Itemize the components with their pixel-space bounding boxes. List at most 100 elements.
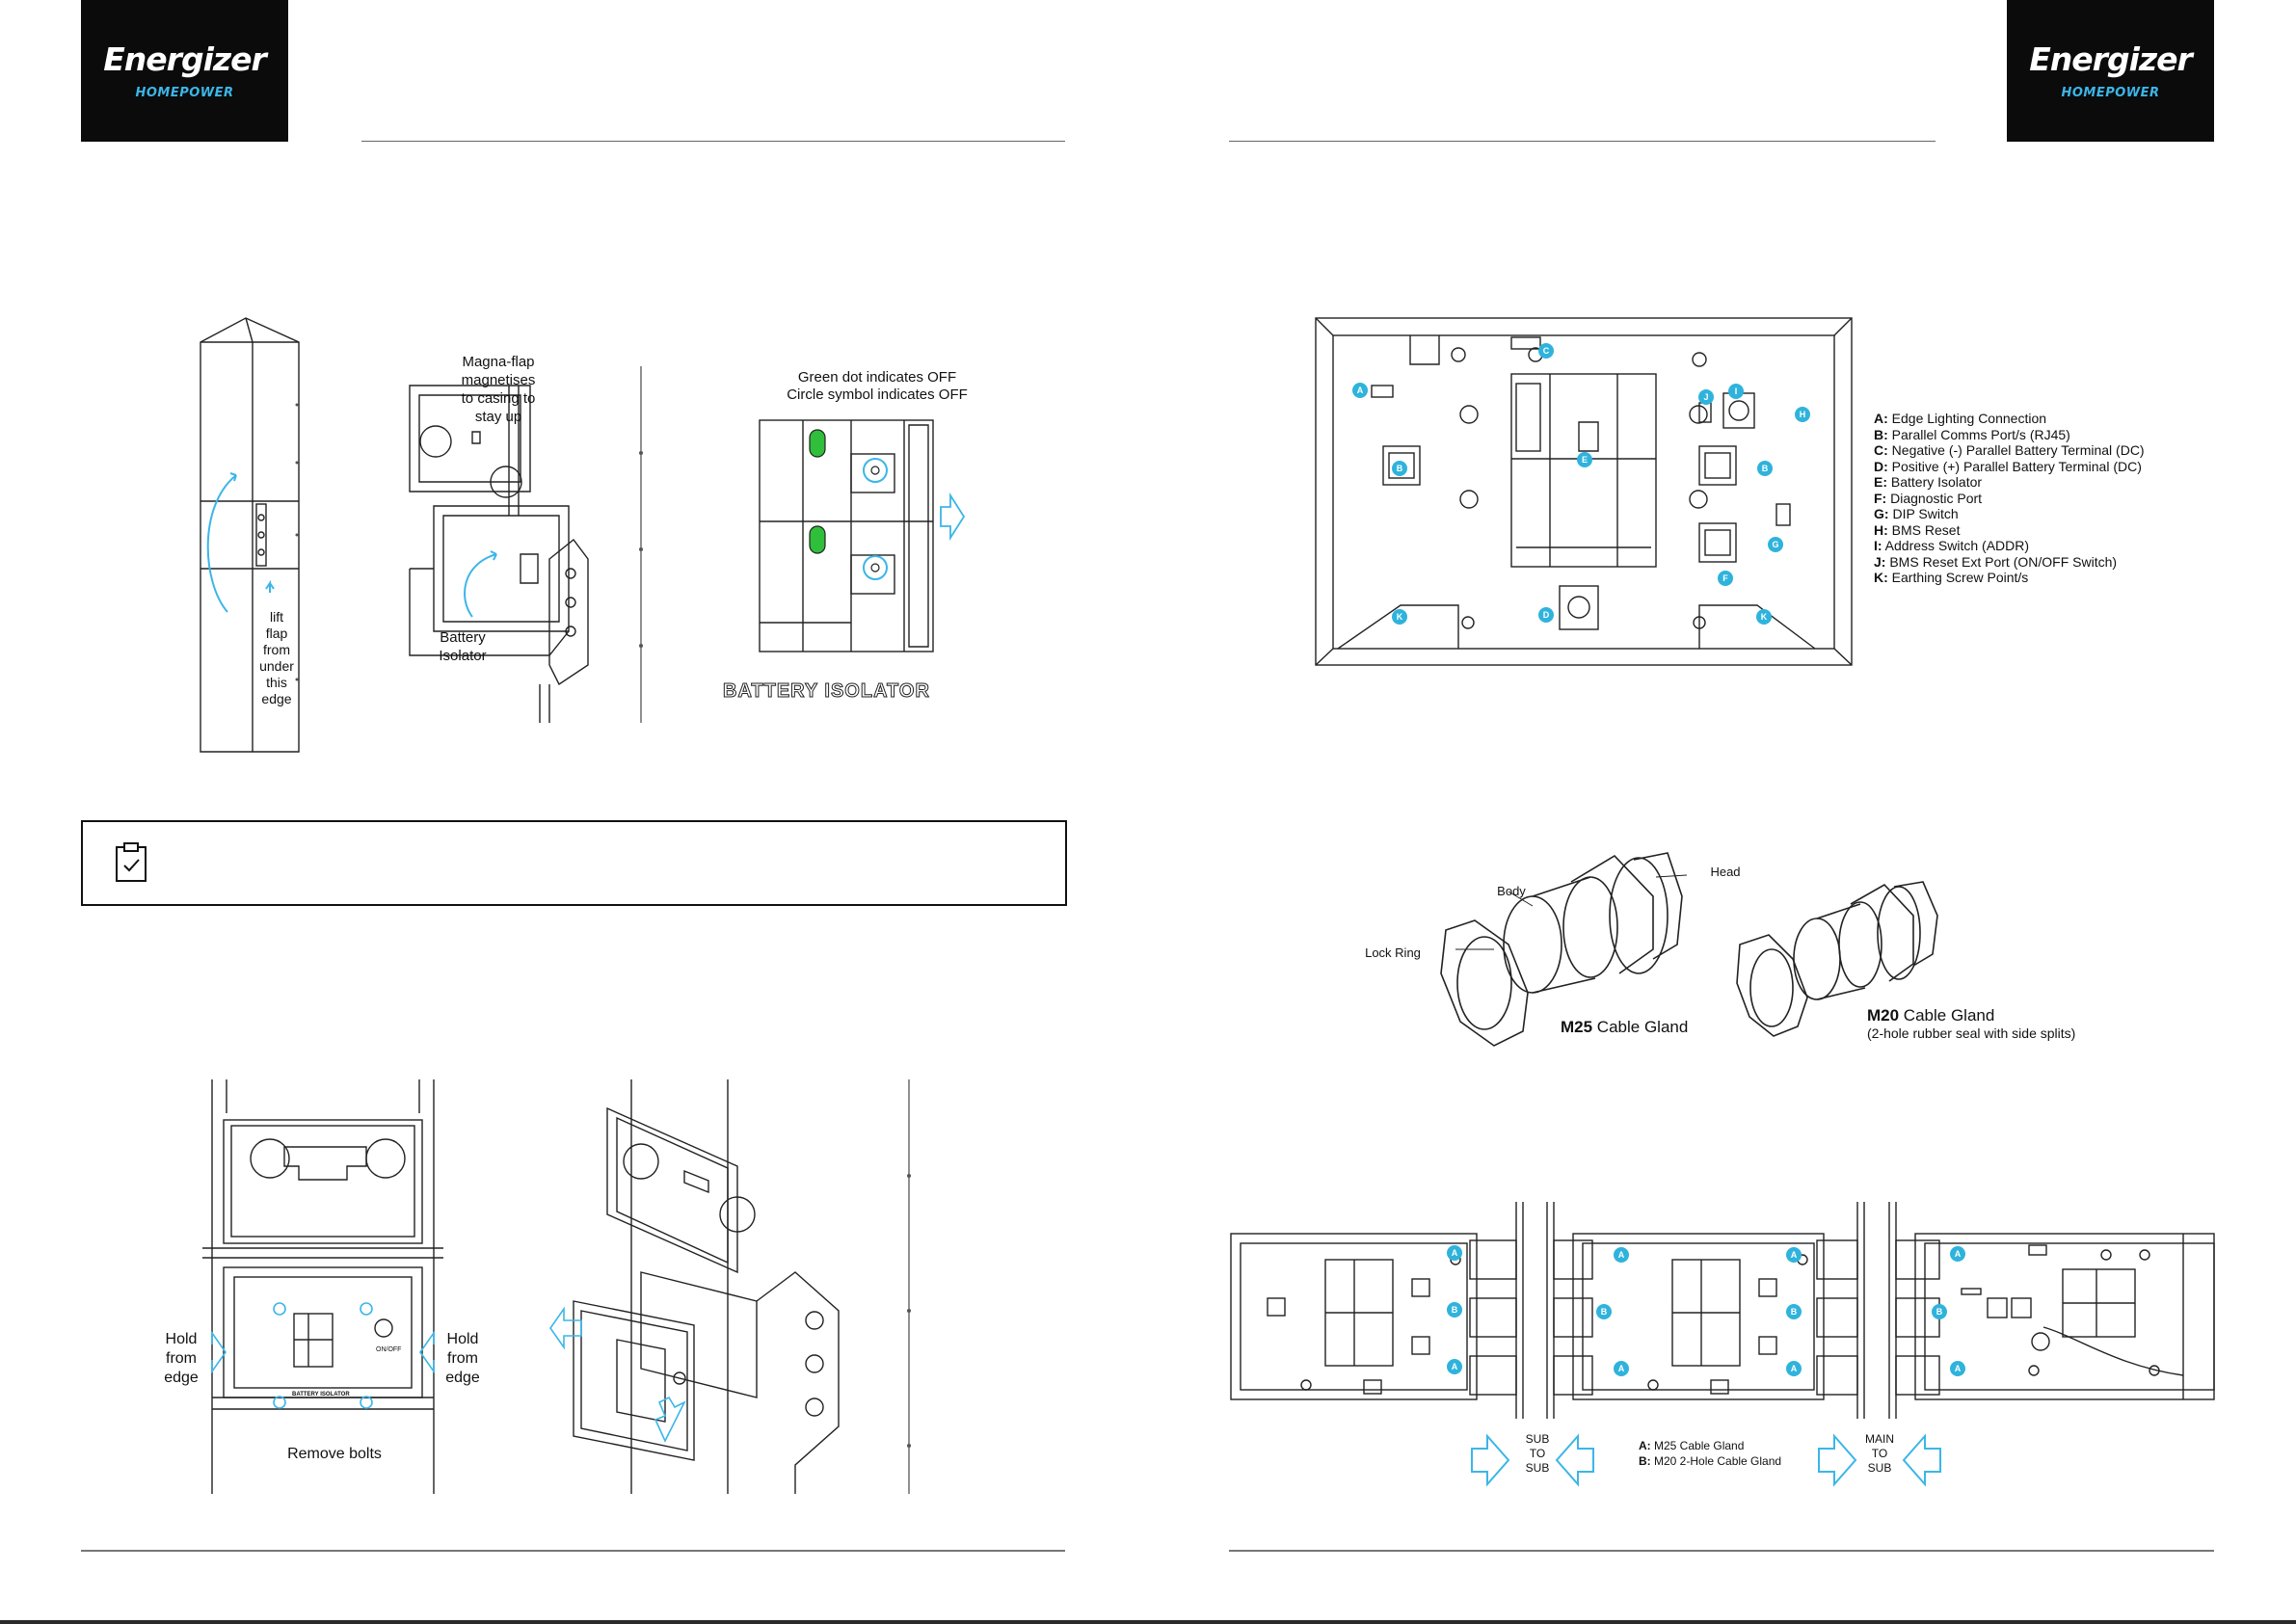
logo-brand: Energizer — [2029, 40, 2193, 78]
board-badge-h: H — [1795, 407, 1810, 422]
connection-legend-b: B: M20 2-Hole Cable Gland — [1639, 1454, 1782, 1468]
lift-flap-line: under — [259, 658, 294, 674]
lift-flap-line: this — [266, 675, 287, 690]
strip-badge-a: A — [1447, 1359, 1462, 1374]
main-to-sub-label: MAIN TO SUB — [1855, 1432, 1904, 1476]
cover-removal-angled-illustration — [549, 1079, 911, 1494]
magna-flap-line: Magna-flap — [462, 354, 535, 370]
hold-line: from — [447, 1350, 478, 1367]
lift-flap-line: edge — [261, 691, 292, 706]
cover-removal-front-illustration — [202, 1079, 443, 1494]
lift-flap-line: flap — [265, 626, 288, 641]
hold-line: Hold — [165, 1331, 198, 1347]
legend-item: H: BMS Reset — [1874, 521, 1961, 538]
main-to-sub-arrows — [1818, 1433, 1941, 1487]
strip-badge-b: B — [1596, 1304, 1612, 1319]
isolator-title: BATTERY ISOLATOR — [723, 680, 930, 703]
board-badge-c: C — [1538, 343, 1554, 359]
board-badge-k: K — [1756, 609, 1772, 625]
board-badge-e: E — [1577, 452, 1592, 467]
strip-badge-a: A — [1614, 1361, 1629, 1376]
m20-rest: Cable Gland — [1899, 1006, 1995, 1025]
board-badge-j: J — [1698, 389, 1714, 405]
legend-item: D: Positive (+) Parallel Battery Termina… — [1874, 458, 2142, 474]
battery-isolator-callout: Battery Isolator — [424, 628, 501, 665]
battery-unit-illustration — [200, 317, 300, 753]
footer-rule-right — [1229, 1550, 2214, 1552]
energizer-logo-left: Energizer HOMEPOWER — [81, 0, 288, 142]
sub-to-sub-label: SUB TO SUB — [1513, 1432, 1562, 1476]
main-to-sub-line: SUB — [1867, 1461, 1892, 1475]
main-to-sub-line: TO — [1871, 1447, 1888, 1460]
battery-isolator-line: Isolator — [439, 648, 487, 664]
lift-flap-line: from — [263, 642, 290, 657]
gland-lock-ring-label: Lock Ring — [1365, 945, 1421, 960]
legend-item: F: Diagnostic Port — [1874, 490, 1983, 506]
clipboard-check-icon — [116, 842, 147, 882]
magna-flap-line: magnetises — [461, 372, 536, 388]
board-legend: A: Edge Lighting Connection B: Parallel … — [1874, 411, 2163, 586]
footer-rule-left — [81, 1550, 1065, 1552]
battery-connection-strip-illustration — [1230, 1202, 2215, 1419]
board-badge-f: F — [1718, 571, 1733, 586]
logo-brand: Energizer — [103, 40, 267, 78]
m25-bold: M25 — [1561, 1018, 1593, 1036]
legend-item: G: DIP Switch — [1874, 506, 1959, 521]
magna-flap-line: stay up — [474, 409, 522, 425]
legend-item: B: Parallel Comms Port/s (RJ45) — [1874, 426, 2070, 442]
strip-badge-a: A — [1950, 1246, 1965, 1262]
strip-badge-a: A — [1786, 1361, 1802, 1376]
cable-glands-illustration — [1440, 852, 1938, 1047]
hold-line: from — [166, 1350, 197, 1367]
lift-flap-label: lift flap from under this edge — [253, 609, 301, 707]
isolator-closeup-illustration — [759, 419, 966, 652]
legend-item: A: Edge Lighting Connection — [1874, 411, 2047, 426]
energizer-logo-right: Energizer HOMEPOWER — [2007, 0, 2214, 142]
legend-item: K: Earthing Screw Point/s — [1874, 570, 2029, 585]
hold-line: edge — [164, 1370, 199, 1386]
main-to-sub-line: MAIN — [1865, 1432, 1894, 1446]
magna-flap-illustration — [409, 366, 643, 723]
remove-bolts-label: Remove bolts — [287, 1446, 382, 1462]
strip-badge-a: A — [1786, 1247, 1802, 1263]
m20-gland-caption: M20 Cable Gland — [1867, 1006, 1994, 1025]
m25-gland-caption: M25 Cable Gland — [1561, 1018, 1688, 1037]
board-badge-b: B — [1392, 461, 1407, 476]
onoff-label: ON/OFF — [376, 1346, 402, 1353]
board-badge-b: B — [1757, 461, 1773, 476]
logo-sub: HOMEPOWER — [135, 86, 234, 100]
sub-to-sub-line: SUB — [1525, 1461, 1550, 1475]
strip-badge-b: B — [1447, 1302, 1462, 1318]
page-bottom-edge — [0, 1620, 2296, 1624]
legend-item: I: Address Switch (ADDR) — [1874, 538, 2030, 553]
header-rule-right — [1229, 141, 1936, 142]
connection-board-illustration — [1315, 317, 1853, 666]
legend-item: E: Battery Isolator — [1874, 474, 1983, 490]
magna-flap-label: Magna-flap magnetises to casing to stay … — [445, 353, 551, 426]
header-rule-left — [361, 141, 1065, 142]
strip-badge-a: A — [1950, 1361, 1965, 1376]
hold-edge-right: Hold from edge — [434, 1330, 492, 1388]
board-badge-k: K — [1392, 609, 1407, 625]
green-dot-note: Green dot indicates OFF — [797, 369, 957, 386]
note-box — [81, 820, 1067, 906]
sub-to-sub-line: SUB — [1525, 1432, 1550, 1446]
sub-to-sub-line: TO — [1529, 1447, 1546, 1460]
m25-rest: Cable Gland — [1592, 1018, 1689, 1036]
strip-badge-a: A — [1614, 1247, 1629, 1263]
sub-to-sub-arrows — [1471, 1433, 1594, 1487]
connection-legend-a: A: M25 Cable Gland — [1639, 1439, 1745, 1452]
hold-line: edge — [445, 1370, 480, 1386]
connection-legend: A: M25 Cable Gland B: M20 2-Hole Cable G… — [1639, 1438, 1781, 1469]
gland-head-label: Head — [1710, 865, 1741, 879]
strip-badge-a: A — [1447, 1245, 1462, 1261]
board-badge-g: G — [1768, 537, 1783, 552]
board-badge-a: A — [1352, 383, 1368, 398]
battery-isolator-line: Battery — [440, 629, 486, 646]
legend-item: J: BMS Reset Ext Port (ON/OFF Switch) — [1874, 553, 2118, 570]
magna-flap-line: to casing to — [461, 390, 536, 407]
board-badge-i: I — [1728, 384, 1744, 399]
m20-bold: M20 — [1867, 1006, 1900, 1025]
lift-flap-line: lift — [270, 609, 283, 625]
logo-sub: HOMEPOWER — [2061, 86, 2160, 100]
